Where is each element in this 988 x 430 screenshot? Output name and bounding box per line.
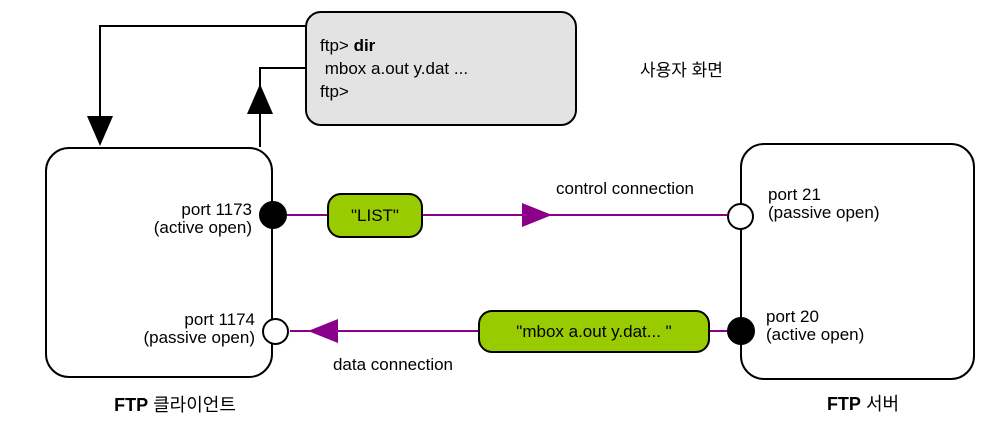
list-command-message: "LIST" — [327, 193, 423, 238]
server-port-21-label: port 21 (passive open) — [768, 186, 880, 222]
control-connection-line — [287, 214, 727, 216]
server-port-21-dot-open — [727, 203, 754, 230]
terminal-line2-output: mbox a.out y.dat ... — [320, 59, 469, 78]
client-port-1174-label: port 1174 (passive open) — [90, 311, 255, 347]
server-port-20-label: port 20 (active open) — [766, 308, 864, 344]
ftp-server-caption: FTP 서버 — [765, 390, 961, 416]
port-number: port 1173 — [181, 200, 252, 219]
port-number: port 21 — [768, 185, 821, 204]
terminal-line1-prompt: ftp> — [320, 36, 354, 55]
control-connection-label: control connection — [556, 179, 694, 198]
ftp-acronym: FTP — [114, 395, 149, 415]
port-number: port 1174 — [184, 310, 255, 329]
terminal-line1-command: dir — [353, 36, 376, 55]
client-port-1173-label: port 1173 (active open) — [90, 201, 252, 237]
client-to-screen-line-horizontal — [259, 67, 309, 69]
data-arrow-left-icon — [308, 319, 338, 343]
ftp-client-caption: FTP 클라이언트 — [75, 391, 275, 417]
port-state: (active open) — [153, 218, 252, 237]
port-number: port 20 — [766, 307, 819, 326]
ftp-server-box — [740, 143, 975, 380]
data-connection-label: data connection — [332, 355, 454, 374]
client-port-1174-dot-open — [262, 318, 289, 345]
client-korean-label: 클라이언트 — [148, 395, 236, 415]
terminal-screen-box: ftp> dir mbox a.out y.dat ... ftp> — [305, 11, 577, 126]
screen-to-client-line-horizontal — [99, 25, 309, 27]
arrow-up-icon — [247, 84, 273, 114]
client-port-1173-dot-filled — [259, 201, 287, 229]
control-arrow-right-icon — [522, 203, 552, 227]
arrow-down-icon — [87, 116, 113, 146]
server-port-20-dot-filled — [727, 317, 755, 345]
screen-to-client-line-vertical — [99, 25, 101, 118]
ftp-acronym: FTP — [826, 394, 861, 414]
mbox-data-message: "mbox a.out y.dat... " — [478, 310, 710, 353]
user-screen-label: 사용자 화면 — [640, 61, 723, 80]
port-state: (active open) — [766, 325, 865, 344]
port-state: (passive open) — [143, 328, 255, 347]
server-korean-label: 서버 — [860, 394, 900, 414]
ftp-client-box — [45, 147, 273, 378]
port-state: (passive open) — [768, 203, 880, 222]
terminal-line3-prompt: ftp> — [320, 82, 349, 101]
